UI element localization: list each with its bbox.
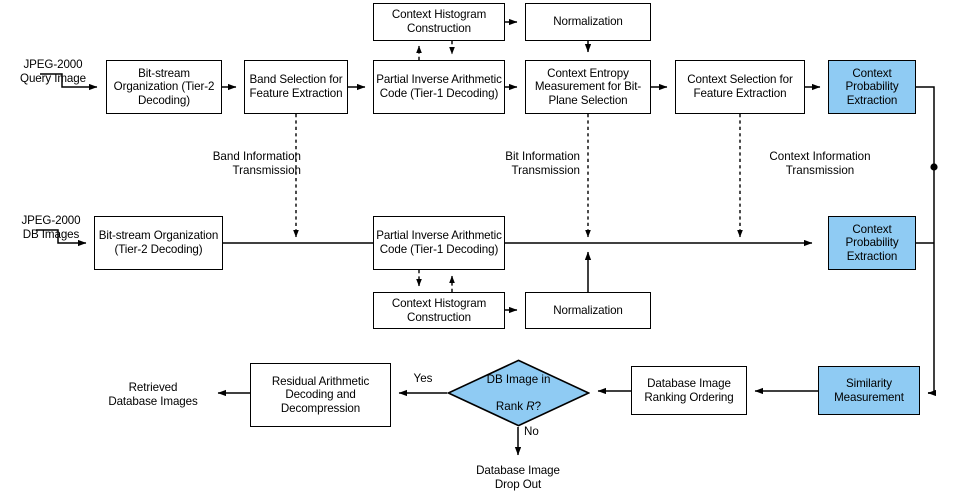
decision-label-rank-symbol: R <box>526 399 535 413</box>
node-db-context-histogram-construction[interactable]: Context Histogram Construction <box>373 292 505 329</box>
node-label: Band Selection for Feature Extraction <box>249 73 343 100</box>
node-query-context-probability-extraction[interactable]: Context Probability Extraction <box>828 60 916 114</box>
label-band-information-transmission: Band Information Transmission <box>212 150 301 177</box>
node-label: Residual Arithmetic Decoding and Decompr… <box>271 374 370 415</box>
node-query-partial-inverse-arithmetic-code[interactable]: Partial Inverse Arithmetic Code (Tier-1 … <box>373 60 505 114</box>
node-context-entropy-measurement[interactable]: Context Entropy Measurement for Bit-Plan… <box>525 60 651 114</box>
node-label: Context Probability Extraction <box>845 66 899 107</box>
node-db-context-probability-extraction[interactable]: Context Probability Extraction <box>828 216 916 270</box>
node-db-bitstream-organization[interactable]: Bit-stream Organization (Tier-2 Decoding… <box>94 216 223 270</box>
decision-label-line1: DB Image in <box>486 372 551 386</box>
node-label: Context Probability Extraction <box>845 222 899 263</box>
node-query-normalization[interactable]: Normalization <box>525 3 651 41</box>
node-label: Normalization <box>553 15 623 29</box>
node-label: Similarity Measurement <box>834 376 904 404</box>
node-label: Context Selection for Feature Extraction <box>687 73 793 100</box>
node-label: Context Histogram Construction <box>391 296 487 324</box>
node-query-context-histogram-construction[interactable]: Context Histogram Construction <box>373 3 505 41</box>
node-context-selection-for-feature-extraction[interactable]: Context Selection for Feature Extraction <box>675 60 805 114</box>
diamond-shape <box>446 359 591 427</box>
node-label: Context Entropy Measurement for Bit-Plan… <box>534 66 642 107</box>
decision-label-line2-suffix: ? <box>534 399 542 413</box>
label-context-information-transmission: Context Information Transmission <box>769 150 871 177</box>
node-label: Normalization <box>553 303 623 317</box>
label-retrieved-database-images: Retrieved Database Images <box>108 381 198 408</box>
decision-db-image-in-rank[interactable]: DB Image in Rank R? <box>446 359 591 427</box>
decision-label-line2-prefix: Rank <box>495 399 527 413</box>
node-query-bitstream-organization[interactable]: Bit-stream Organization (Tier-2 Decoding… <box>106 60 222 114</box>
label-yes-branch: Yes <box>413 372 433 385</box>
node-label: Database Image Ranking Ordering <box>644 376 734 404</box>
node-band-selection-for-feature-extraction[interactable]: Band Selection for Feature Extraction <box>244 60 348 114</box>
node-db-partial-inverse-arithmetic-code[interactable]: Partial Inverse Arithmetic Code (Tier-1 … <box>373 216 505 270</box>
node-residual-arithmetic-decoding[interactable]: Residual Arithmetic Decoding and Decompr… <box>250 363 391 427</box>
node-label: Bit-stream Organization (Tier-2 Decoding… <box>98 229 219 256</box>
node-label: Partial Inverse Arithmetic Code (Tier-1 … <box>376 229 502 256</box>
label-database-image-drop-out: Database Image Drop Out <box>476 464 560 491</box>
decision-label: DB Image in Rank R? <box>447 359 590 427</box>
node-similarity-measurement[interactable]: Similarity Measurement <box>818 366 920 415</box>
label-bit-information-transmission: Bit Information Transmission <box>505 150 580 177</box>
node-database-image-ranking-ordering[interactable]: Database Image Ranking Ordering <box>631 366 747 415</box>
label-db-images-input: JPEG-2000 DB Images <box>21 214 81 241</box>
node-db-normalization[interactable]: Normalization <box>525 292 651 329</box>
label-query-image-input: JPEG-2000 Query Image <box>20 58 86 85</box>
node-label: Context Histogram Construction <box>391 8 487 35</box>
label-no-branch: No <box>524 425 539 438</box>
node-label: Partial Inverse Arithmetic Code (Tier-1 … <box>376 73 502 100</box>
node-label: Bit-stream Organization (Tier-2 Decoding… <box>113 66 215 107</box>
